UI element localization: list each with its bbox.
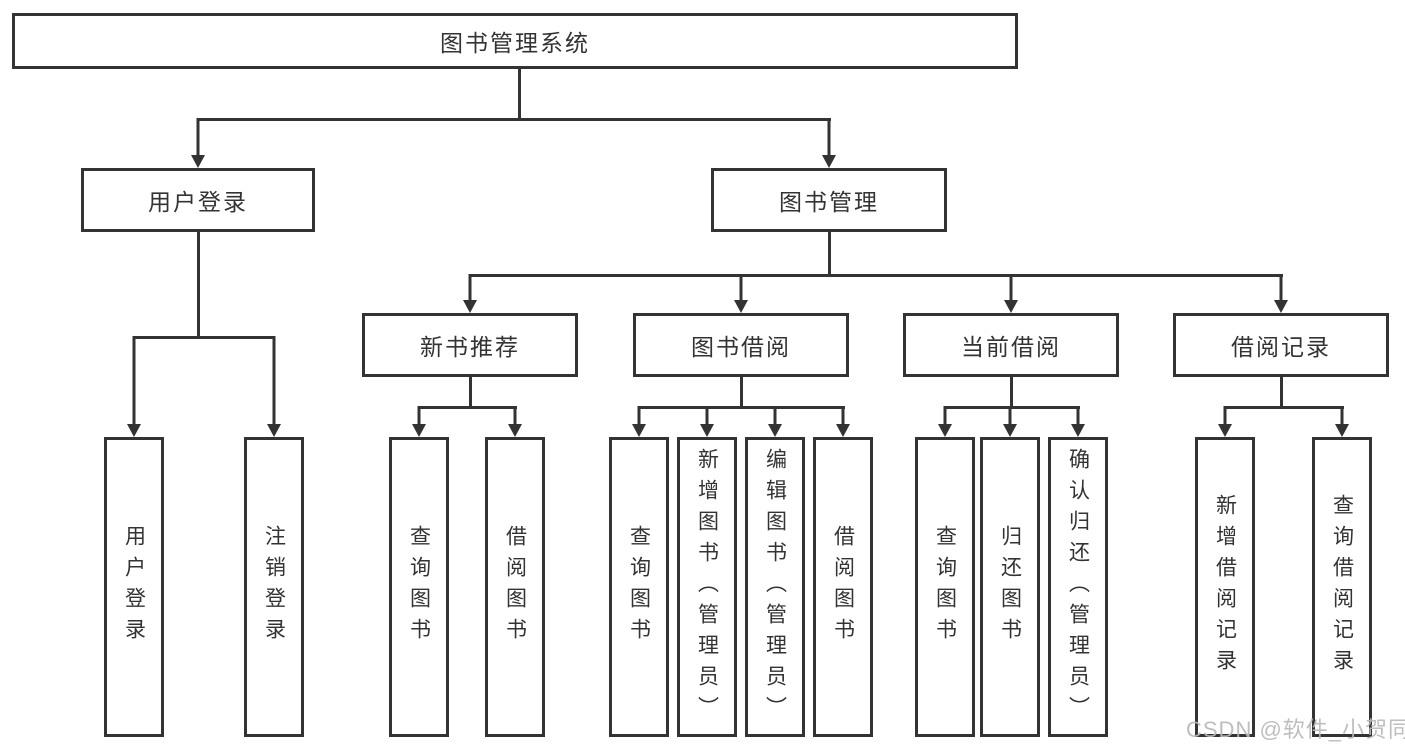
node-user-login: 用户登录 bbox=[81, 168, 315, 232]
node-borrowing-records: 借阅记录 bbox=[1173, 313, 1389, 377]
connector-arrow-down bbox=[1003, 406, 1017, 437]
node-book-management: 图书管理 bbox=[711, 168, 947, 232]
leaf-borrowing-add-books-admin: 新增图书（管理员） bbox=[677, 437, 737, 737]
node-label: 当前借阅 bbox=[961, 334, 1061, 360]
leaf-newbook-borrow-books: 借阅图书 bbox=[485, 437, 545, 737]
node-new-book-recommendation: 新书推荐 bbox=[362, 313, 578, 377]
connector-arrow-down bbox=[1071, 406, 1085, 437]
node-label: 借阅记录 bbox=[1231, 334, 1331, 360]
connector-arrow-down bbox=[938, 406, 952, 437]
connector-arrow-down bbox=[1335, 406, 1349, 437]
connector-arrow-down bbox=[1218, 406, 1232, 437]
node-current-borrowing: 当前借阅 bbox=[903, 313, 1119, 377]
node-label: 借阅图书 bbox=[831, 525, 855, 649]
node-label: 图书借阅 bbox=[691, 334, 791, 360]
node-label: 图书管理 bbox=[779, 189, 879, 215]
connector-arrow-down bbox=[768, 406, 782, 437]
leaf-records-add-borrow-record: 新增借阅记录 bbox=[1195, 437, 1255, 737]
leaf-borrowing-borrow-books: 借阅图书 bbox=[813, 437, 873, 737]
connector-arrow-down bbox=[191, 118, 205, 168]
connector-line bbox=[197, 230, 200, 339]
leaf-user-login: 用户登录 bbox=[104, 437, 164, 737]
connector-arrow-down bbox=[267, 336, 281, 437]
connector-line bbox=[133, 336, 275, 339]
connector-arrow-down bbox=[836, 406, 850, 437]
node-label: 新书推荐 bbox=[420, 334, 520, 360]
node-label: 新增借阅记录 bbox=[1213, 494, 1237, 680]
connector-arrow-down bbox=[1274, 274, 1288, 313]
node-label: 查询图书 bbox=[407, 525, 431, 649]
connector-line bbox=[740, 375, 743, 409]
connector-line bbox=[1010, 375, 1013, 409]
connector-line bbox=[1280, 375, 1283, 409]
node-label: 查询借阅记录 bbox=[1330, 494, 1354, 680]
node-label: 归还图书 bbox=[998, 525, 1022, 649]
connector-line bbox=[638, 406, 845, 409]
connector-arrow-down bbox=[412, 406, 426, 437]
leaf-logout-login: 注销登录 bbox=[244, 437, 304, 737]
connector-arrow-down bbox=[1004, 274, 1018, 313]
node-label: 借阅图书 bbox=[503, 525, 527, 649]
node-label: 查询图书 bbox=[933, 525, 957, 649]
connector-arrow-down bbox=[734, 274, 748, 313]
node-label: 图书管理系统 bbox=[440, 30, 590, 56]
node-label: 用户登录 bbox=[148, 189, 248, 215]
connector-line bbox=[418, 406, 517, 409]
connector-arrow-down bbox=[632, 406, 646, 437]
leaf-borrowing-edit-books-admin: 编辑图书（管理员） bbox=[745, 437, 805, 737]
node-label: 用户登录 bbox=[122, 525, 146, 649]
connector-line bbox=[518, 69, 521, 121]
leaf-current-query-books: 查询图书 bbox=[915, 437, 975, 737]
connector-line bbox=[197, 118, 831, 121]
connector-arrow-down bbox=[700, 406, 714, 437]
connector-line bbox=[469, 375, 472, 409]
connector-arrow-down bbox=[463, 274, 477, 313]
leaf-borrowing-query-books: 查询图书 bbox=[609, 437, 669, 737]
csdn-watermark: CSDN @软件_小贺同学 bbox=[1186, 717, 1405, 742]
leaf-newbook-query-books: 查询图书 bbox=[389, 437, 449, 737]
node-label: 确认归还（管理员） bbox=[1066, 447, 1090, 727]
leaf-current-confirm-return-admin: 确认归还（管理员） bbox=[1048, 437, 1108, 737]
node-label: 注销登录 bbox=[262, 525, 286, 649]
connector-line bbox=[828, 230, 831, 277]
connector-line bbox=[1224, 406, 1344, 409]
node-label: 新增图书（管理员） bbox=[695, 447, 719, 727]
leaf-records-query-borrow-record: 查询借阅记录 bbox=[1312, 437, 1372, 737]
connector-line bbox=[469, 274, 1283, 277]
leaf-current-return-books: 归还图书 bbox=[980, 437, 1040, 737]
connector-arrow-down bbox=[822, 118, 836, 168]
node-label: 查询图书 bbox=[627, 525, 651, 649]
node-book-borrowing: 图书借阅 bbox=[633, 313, 849, 377]
connector-arrow-down bbox=[508, 406, 522, 437]
connector-arrow-down bbox=[127, 336, 141, 437]
node-library-system: 图书管理系统 bbox=[12, 13, 1018, 69]
node-label: 编辑图书（管理员） bbox=[763, 447, 787, 727]
